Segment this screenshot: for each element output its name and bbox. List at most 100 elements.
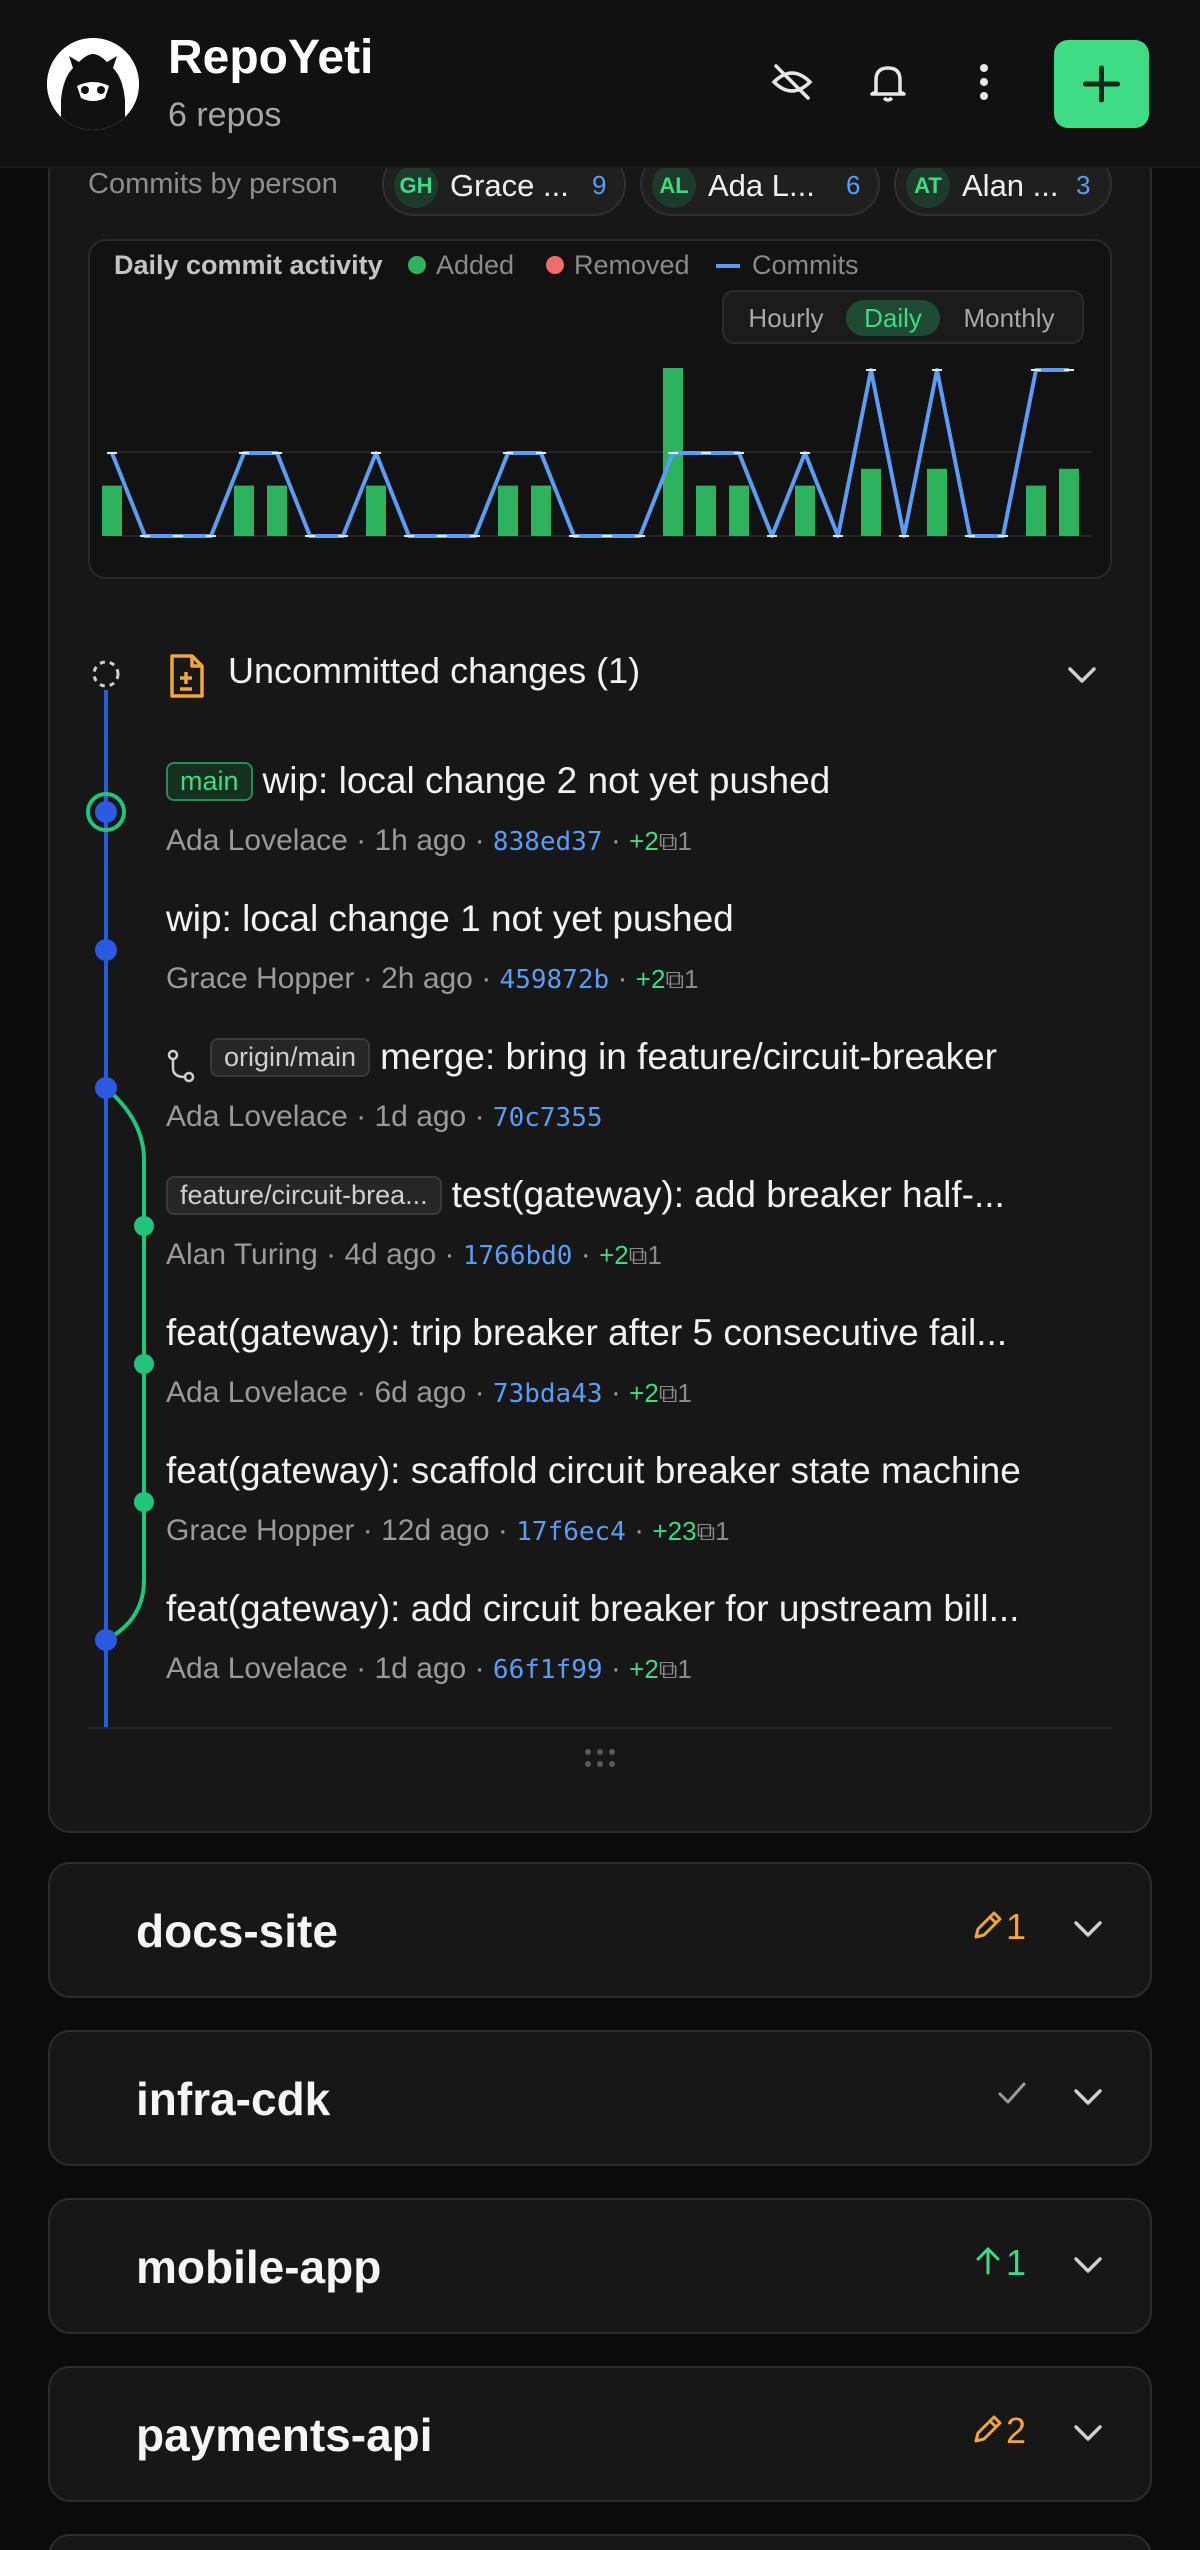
resize-grip-icon[interactable] <box>580 1746 620 1774</box>
file-diff-icon <box>164 652 208 700</box>
lines-added: +2 <box>599 1240 629 1270</box>
commit-time: 2h ago <box>381 962 473 995</box>
files-icon: ⧉ <box>696 1516 716 1546</box>
repo-name: docs-site <box>136 1905 338 1957</box>
status-count: 1 <box>1006 2242 1027 2283</box>
person-count: 3 <box>1076 170 1091 200</box>
divider <box>88 1727 1112 1729</box>
files-count: 1 <box>647 1240 662 1270</box>
avatar: AT <box>906 164 950 208</box>
app-header: RepoYeti 6 repos <box>0 0 1200 168</box>
chevron-down-icon[interactable] <box>1068 2418 1108 2452</box>
files-count: 1 <box>677 826 692 856</box>
commit-author: Ada Lovelace <box>166 1100 348 1133</box>
commit-author: Grace Hopper <box>166 1514 355 1547</box>
commit-author: Ada Lovelace <box>166 824 348 857</box>
files-icon: ⧉ <box>658 1378 678 1408</box>
commits-by-person-label: Commits by person <box>88 168 338 200</box>
bell-icon[interactable] <box>862 56 914 108</box>
chevron-down-icon[interactable] <box>1068 2250 1108 2284</box>
commit-node <box>95 1077 117 1099</box>
legend-removed: Removed <box>574 250 690 280</box>
commit-message: wip: local change 1 not yet pushed <box>166 898 734 939</box>
commit-node <box>95 1629 117 1651</box>
repo-card-mobile-app[interactable]: mobile-app 1 <box>48 2198 1152 2334</box>
repo-count: 6 repos <box>168 96 282 134</box>
eye-off-icon[interactable] <box>766 56 818 108</box>
more-vertical-icon[interactable] <box>958 56 1010 108</box>
commit-meta: Ada Lovelace · 1h ago · 838ed37 · +2⧉1 <box>166 824 692 857</box>
app-title: RepoYeti <box>168 31 374 84</box>
avatar: AL <box>652 164 696 208</box>
person-count: 9 <box>592 170 607 200</box>
commit-author: Grace Hopper <box>166 962 355 995</box>
status-count: 2 <box>1006 2410 1027 2451</box>
commit-time: 1d ago <box>374 1652 467 1685</box>
tab-monthly[interactable]: Monthly <box>963 303 1055 333</box>
commit-row[interactable]: feat(gateway): trip breaker after 5 cons… <box>166 1312 1007 1354</box>
added-bar <box>795 485 815 536</box>
commit-hash[interactable]: 66f1f99 <box>492 1655 603 1685</box>
added-bar <box>531 485 551 536</box>
person-name: Ada L... <box>708 168 815 203</box>
tab-daily[interactable]: Daily <box>846 300 940 336</box>
repo-name: infra-cdk <box>136 2073 331 2125</box>
commit-hash[interactable]: 1766bd0 <box>462 1241 573 1271</box>
repo-card-next[interactable] <box>48 2534 1152 2550</box>
plus-icon <box>1083 65 1120 103</box>
tab-hourly[interactable]: Hourly <box>748 303 824 333</box>
person-name: Alan ... <box>962 168 1059 203</box>
commit-hash[interactable]: 459872b <box>499 965 610 995</box>
branch-tag: feature/circuit-brea... <box>166 1176 442 1215</box>
repo-status: 2 <box>970 2410 1026 2452</box>
commit-row[interactable]: feat(gateway): scaffold circuit breaker … <box>166 1450 1021 1492</box>
add-repo-button[interactable] <box>1054 40 1149 128</box>
repo-card-docs-site[interactable]: docs-site 1 <box>48 1862 1152 1998</box>
added-bar <box>498 485 518 536</box>
feature-branch-line <box>104 1086 146 1642</box>
chevron-down-icon[interactable] <box>1062 660 1102 694</box>
commit-time: 1d ago <box>374 1100 467 1133</box>
commit-meta: Alan Turing · 4d ago · 1766bd0 · +2⧉1 <box>166 1238 662 1271</box>
chevron-down-icon[interactable] <box>1068 1914 1108 1948</box>
repo-status <box>994 2074 1030 2116</box>
legend-added-swatch <box>408 256 426 274</box>
commit-node <box>134 1492 154 1512</box>
status-count: 1 <box>1006 1906 1027 1947</box>
commit-time: 12d ago <box>381 1514 490 1547</box>
repo-card-infra-cdk[interactable]: infra-cdk <box>48 2030 1152 2166</box>
commits-line <box>110 368 1069 538</box>
legend-removed-swatch <box>546 256 564 274</box>
commit-row[interactable]: feature/circuit-brea...test(gateway): ad… <box>166 1174 1005 1216</box>
commit-graph <box>86 660 154 1728</box>
chevron-down-icon[interactable] <box>1068 2082 1108 2116</box>
commit-meta: Ada Lovelace · 6d ago · 73bda43 · +2⧉1 <box>166 1376 692 1409</box>
person-count: 6 <box>846 170 861 200</box>
repo-card-payments-api[interactable]: payments-api 2 <box>48 2366 1152 2502</box>
added-bar <box>927 468 947 536</box>
commit-hash[interactable]: 70c7355 <box>492 1103 603 1133</box>
commit-row[interactable]: wip: local change 1 not yet pushed <box>166 898 734 940</box>
commit-time: 1h ago <box>374 824 467 857</box>
commit-node <box>95 939 117 961</box>
added-bar <box>729 485 749 536</box>
added-bar <box>267 485 287 536</box>
files-icon: ⧉ <box>658 826 678 856</box>
commit-message: merge: bring in feature/circuit-breaker <box>380 1036 997 1077</box>
remote-branch-tag: origin/main <box>210 1038 371 1077</box>
commit-meta: Grace Hopper · 2h ago · 459872b · +2⧉1 <box>166 962 699 995</box>
commit-hash[interactable]: 17f6ec4 <box>516 1517 626 1547</box>
legend-added: Added <box>436 250 515 280</box>
uncommitted-changes-toggle[interactable]: Uncommitted changes (1) <box>228 650 641 691</box>
added-bar <box>861 468 881 536</box>
check-icon <box>998 2082 1026 2104</box>
added-bar <box>696 485 716 536</box>
commit-hash[interactable]: 838ed37 <box>492 827 603 857</box>
commit-message: feat(gateway): trip breaker after 5 cons… <box>166 1312 1008 1353</box>
commit-row[interactable]: feat(gateway): add circuit breaker for u… <box>166 1588 1019 1630</box>
repo-name: payments-api <box>136 2409 433 2461</box>
head-ring <box>86 792 126 832</box>
commit-hash[interactable]: 73bda43 <box>492 1379 603 1409</box>
